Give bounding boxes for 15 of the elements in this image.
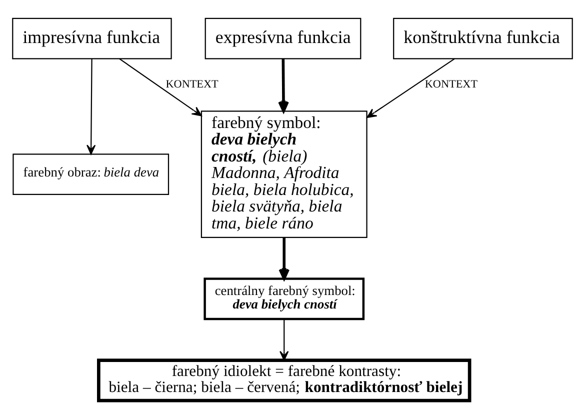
arrow: [278, 237, 290, 280]
arrow: [278, 58, 289, 112]
arrow: [366, 58, 455, 118]
node-box: centrálny farebný symbol: deva bielych cností: [204, 277, 365, 320]
node-box: farebný symbol: deva bielych cností, (biela) Madonna, Afrodita biela, biela holubica, biela svätyňa, biela tma, biele ráno: [200, 110, 368, 238]
arrow: [119, 58, 202, 116]
node-box: impresívna funkcia: [12, 17, 172, 59]
node-box: farebný obraz: biela deva: [12, 153, 170, 194]
node-box: farebný idiolekt = farebné kontrasty: biela – čierna; biela – červená; kontradiktórnosť bielej: [97, 358, 472, 402]
arrow: [86, 58, 96, 154]
node-box: expresívna funkcia: [204, 17, 362, 59]
edge-label: KONTEXT: [424, 78, 478, 90]
arrow: [280, 318, 289, 360]
node-box: konštruktívna funkcia: [393, 17, 573, 59]
edge-label: KONTEXT: [166, 78, 218, 90]
